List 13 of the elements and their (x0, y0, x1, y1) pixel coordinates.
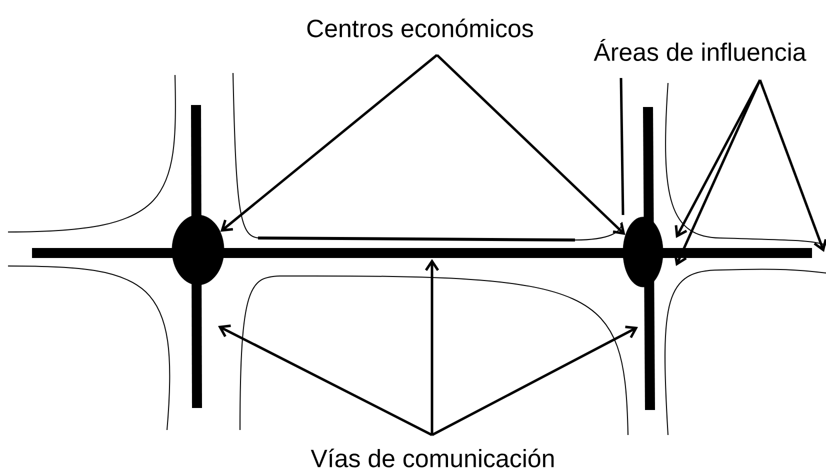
city-dot (622, 216, 664, 288)
city-dot (172, 214, 224, 286)
leader-arrow (220, 54, 438, 232)
leader-arrow (218, 324, 433, 436)
leader-arrow (674, 79, 762, 238)
leader-arrow (758, 80, 826, 252)
callout-label: Centros económicos (307, 18, 533, 38)
callout-label: Áreas de influencia (594, 39, 806, 61)
leader-arrow (674, 79, 762, 266)
leader-arrow (431, 326, 638, 436)
leader-arrow (424, 259, 440, 435)
leader-arrow (436, 54, 626, 236)
callout-label: Vías de comunicación (310, 448, 554, 468)
